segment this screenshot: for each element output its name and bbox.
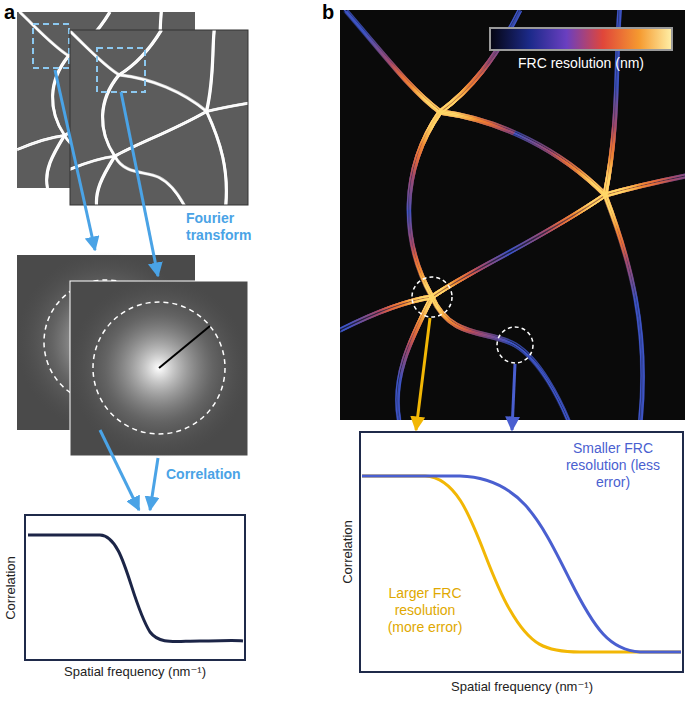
correlation-arrow: [100, 430, 139, 510]
dashed-circle: [497, 327, 533, 363]
axis-label: Spatial frequency (nm⁻¹): [35, 664, 235, 680]
map-ground: [340, 10, 685, 420]
image-front: [70, 30, 248, 205]
curve-label: Smaller FRC resolution (less error): [565, 440, 661, 490]
callout-arrow: [416, 318, 430, 430]
panel-letter: a: [4, 0, 15, 24]
dashed-circle: [412, 277, 452, 317]
panel-letter: b: [322, 0, 334, 24]
frc-curve: [28, 535, 243, 642]
axis-label: Correlation: [340, 520, 356, 584]
curve-label: Larger FRC resolution (more error): [377, 585, 473, 635]
dashed-region: [97, 48, 145, 92]
fiber-red: [340, 10, 685, 420]
network-copy: [340, 10, 685, 420]
radius-line: [159, 326, 210, 368]
fiber-blue: [340, 10, 685, 420]
dashed-region: [33, 24, 69, 68]
transform-arrow: [55, 70, 95, 250]
step-label: Fourier transform: [186, 210, 266, 244]
step-label: Correlation: [166, 466, 241, 483]
image-network: [70, 30, 248, 205]
network-copy: [70, 30, 248, 205]
legend-label: FRC resolution (nm): [486, 55, 676, 72]
transform-arrow: [121, 92, 158, 276]
callout-arrow: [512, 364, 515, 430]
image-frame: [70, 30, 248, 205]
network-copy: [340, 10, 685, 420]
axis-label: Correlation: [3, 556, 19, 620]
frequency-ring: [93, 302, 225, 434]
correlation-arrow: [150, 458, 158, 510]
fft-glow: [69, 278, 249, 458]
network-copy: [340, 10, 685, 420]
network-copy: [340, 10, 685, 420]
frc-curve-blue: [362, 476, 681, 652]
frc-curve-yellow: [362, 476, 681, 652]
axis-label: Spatial frequency (nm⁻¹): [412, 679, 632, 695]
fiber-yellow: [340, 10, 685, 420]
plot-frame: [25, 515, 245, 660]
frc-map: [340, 10, 685, 420]
fiber-orange: [340, 10, 685, 420]
plot-frame: [360, 432, 683, 672]
colorbar: [490, 28, 672, 50]
